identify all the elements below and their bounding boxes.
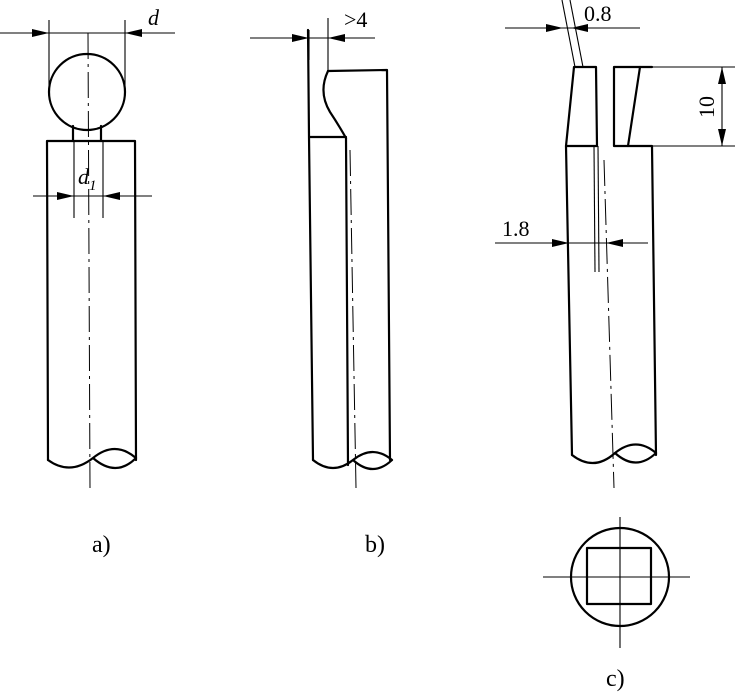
dim-d-arrow-left — [32, 29, 49, 37]
dim-d1-arrow-left — [57, 192, 74, 200]
dim-d-arrow-right — [125, 29, 142, 37]
prong-right — [612, 65, 642, 148]
dim-4-arrow-right — [328, 34, 345, 42]
dim-08-arrow-left — [546, 24, 563, 32]
cross-section-square — [585, 546, 653, 606]
centerline-a — [87, 32, 91, 489]
break-b — [311, 450, 394, 471]
break-a — [46, 447, 138, 470]
shank-c — [564, 144, 574, 457]
caption-c: c) — [606, 666, 625, 692]
shank-a — [45, 139, 138, 462]
shank-b — [306, 28, 348, 462]
dim-18-label: 1.8 — [502, 216, 530, 241]
dim-10-arrow-top — [718, 67, 726, 84]
caption-b: b) — [365, 532, 385, 558]
dim-08-ext-left — [561, 0, 576, 68]
figure-c: 0.8 10 1.8 c) — [495, 0, 735, 692]
dim-18-arrow-right — [606, 239, 623, 247]
centerline-b — [349, 149, 357, 489]
groove-left — [593, 145, 596, 273]
caption-a: a) — [92, 532, 111, 558]
dim-18-arrow-left — [552, 239, 569, 247]
centerline-c — [603, 159, 615, 489]
break-c — [570, 443, 658, 465]
figure-b: >4 b) — [250, 7, 394, 558]
figure-a: d d1 a) — [0, 5, 175, 558]
dim-d1-base: d — [78, 164, 90, 189]
dim-4-label: >4 — [344, 7, 367, 32]
groove-right — [597, 145, 600, 273]
head-b — [322, 69, 348, 140]
dim-d1-label: d1 — [78, 164, 97, 194]
bar-b — [326, 68, 392, 467]
dim-10-arrow-bottom — [718, 129, 726, 146]
dim-d1-arrow-right — [103, 192, 120, 200]
prong-left — [564, 65, 599, 148]
dim-08-arrow-right — [571, 24, 588, 32]
ball-head — [47, 52, 127, 132]
dim-d1-subscript: 1 — [89, 178, 97, 194]
dim-10-label: 10 — [694, 96, 719, 118]
dim-08-ext-right — [569, 0, 584, 68]
dim-08-label: 0.8 — [584, 1, 612, 26]
dim-4-arrow-left — [292, 34, 309, 42]
dim-d-label: d — [148, 5, 160, 30]
